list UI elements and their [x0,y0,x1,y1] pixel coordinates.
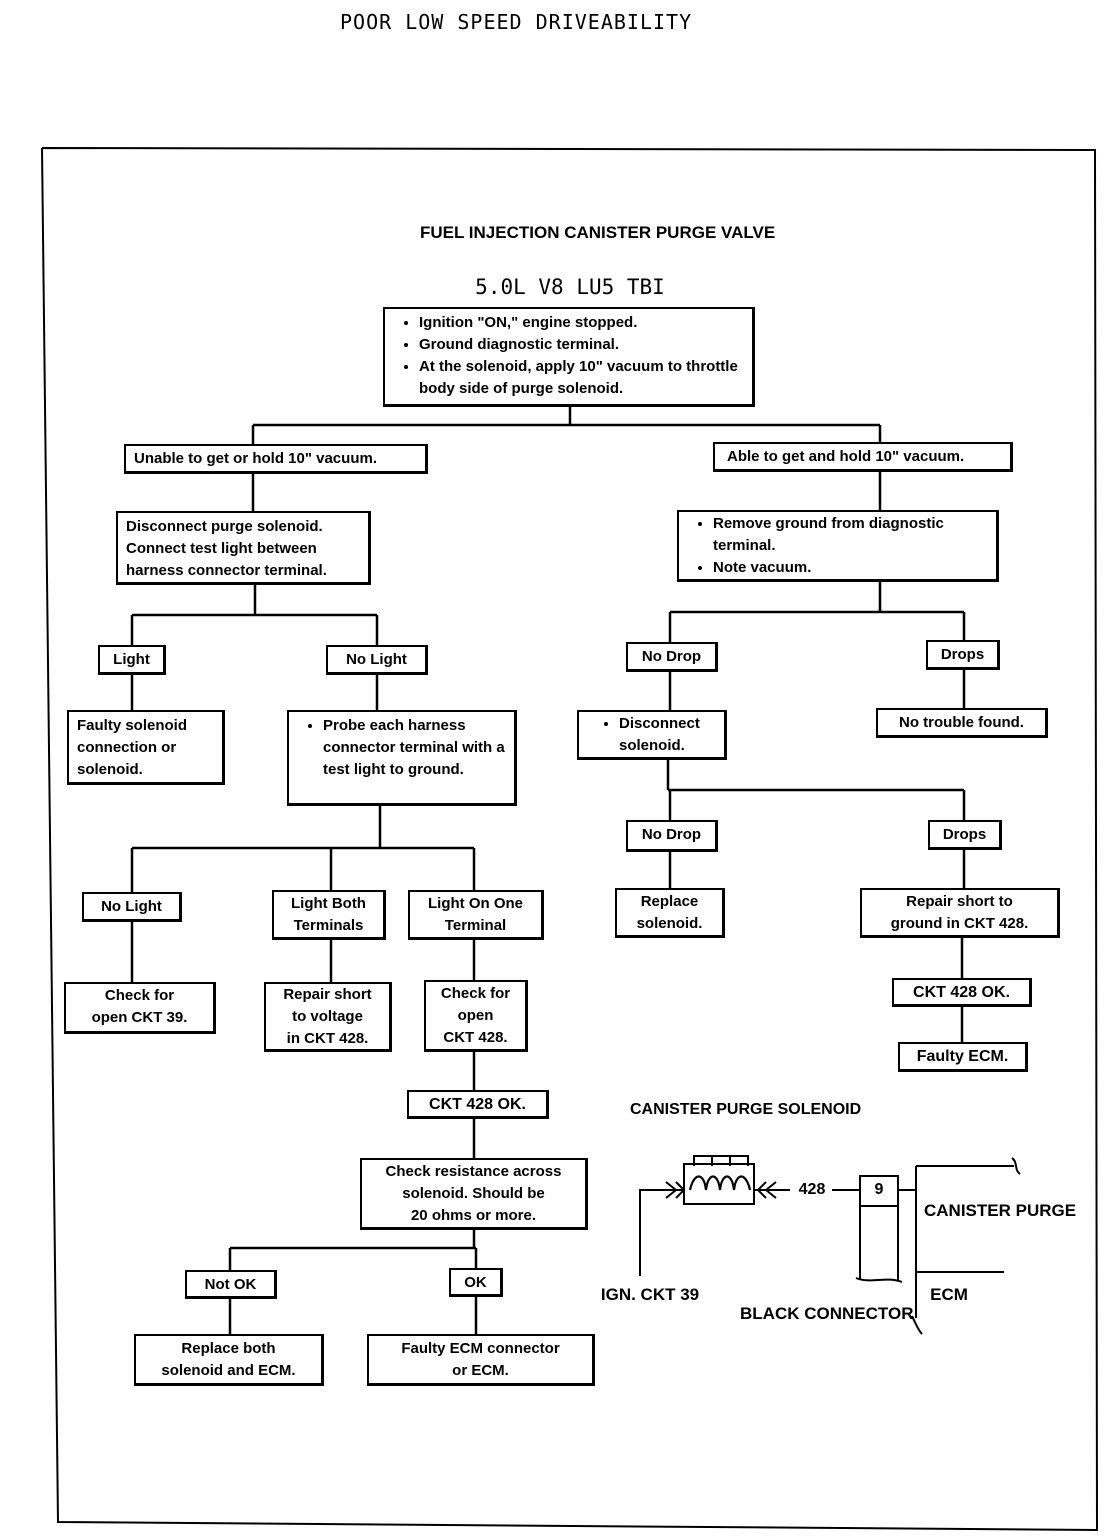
check-ckt39-box: Check for open CKT 39. [64,982,216,1034]
repair-ground-box: Repair short to ground in CKT 428. [860,888,1060,938]
solenoid-label: CANISTER PURGE SOLENOID [630,1100,861,1120]
check-ckt428-line-3: CKT 428. [443,1029,508,1046]
light-both-line-2: Terminals [293,917,364,934]
right-ckt428-ok-box: CKT 428 OK. [892,978,1032,1007]
check-ckt428-line-1: Check for [440,985,511,1002]
light-both-line-1: Light Both [291,895,366,912]
light-one-box: Light On One Terminal [408,890,544,940]
light-box: Light [98,645,166,675]
wire-428-label: 428 [798,1181,826,1198]
check-resistance-line-2: solenoid. Should be [402,1185,545,1202]
remove-ground-box: Remove ground from diagnostic terminal. … [677,510,999,582]
faulty-solenoid-line-3: solenoid. [77,761,143,778]
ign-ckt39-label: IGN. CKT 39 [600,1285,700,1304]
probe-box: Probe each harness connector terminal wi… [287,710,517,806]
ecm-canister-purge-label: CANISTER PURGE [924,1200,1076,1221]
check-resistance-line-3: 20 ohms or more. [410,1207,537,1224]
light-one-line-1: Light On One [428,895,523,912]
solenoid-label-line-2: PURGE SOLENOID [716,1101,862,1118]
start-step-3: At the solenoid, apply 10" vacuum to thr… [419,356,748,400]
black-connector-label: BLACK CONNECTOR [740,1304,913,1324]
probe-no-light-box: No Light [82,892,182,922]
start-step-2: Ground diagnostic terminal. [419,334,748,356]
chart-title-line-1: FUEL INJECTION [420,223,560,242]
repair-ground-line-1: Repair short to [906,893,1013,910]
disconnect-line-1: Disconnect purge solenoid. [126,518,323,535]
check-resistance-line-1: Check resistance across [385,1163,562,1180]
probe-step: Probe each harness connector terminal wi… [323,715,510,781]
no-drop-2-box: No Drop [626,820,718,852]
check-ckt428-line-2: open [457,1007,494,1024]
chart-title: FUEL INJECTION CANISTER PURGE VALVE [420,222,775,244]
faulty-ecm-connector-line-2: or ECM. [452,1362,509,1379]
pin-9-label: 9 [874,1181,884,1198]
page-title: POOR LOW SPEED DRIVEABILITY [340,10,693,34]
ecm-label: ECM [930,1285,968,1304]
faulty-ecm-connector-line-1: Faulty ECM connector [401,1340,560,1357]
faulty-solenoid-line-1: Faulty solenoid [77,717,188,734]
replace-solenoid-box: Replace solenoid. [615,888,725,938]
start-step-1: Ignition "ON," engine stopped. [419,312,748,334]
unable-vacuum-box: Unable to get or hold 10" vacuum. [124,444,428,474]
not-ok-box: Not OK [185,1270,277,1299]
ecm-canister-line-2: PURGE [1015,1201,1077,1220]
check-ckt428-box: Check for open CKT 428. [424,980,528,1052]
repair-ground-line-2: ground in CKT 428. [890,915,1029,932]
replace-both-box: Replace both solenoid and ECM. [134,1334,324,1386]
start-box: Ignition "ON," engine stopped. Ground di… [383,307,755,407]
chart-title-line-2: CANISTER PURGE VALVE [564,223,776,242]
disconnect-solenoid-box: Disconnect purge solenoid. Connect test … [116,511,371,585]
repair-voltage-box: Repair short to voltage in CKT 428. [264,982,392,1052]
repair-voltage-line-1: Repair short [283,986,372,1003]
replace-both-line-2: solenoid and ECM. [161,1362,296,1379]
disconnect-box: Disconnect solenoid. [577,710,727,760]
no-trouble-box: No trouble found. [876,708,1048,738]
black-connector-line-2: CONNECTOR [804,1304,914,1323]
replace-solenoid-line-1: Replace [640,893,699,910]
ecm-canister-line-1: CANISTER [924,1201,1011,1220]
replace-solenoid-line-2: solenoid. [636,915,703,932]
no-light-box: No Light [326,645,428,675]
able-vacuum-box: Able to get and hold 10" vacuum. [713,442,1013,472]
faulty-solenoid-box: Faulty solenoid connection or solenoid. [67,710,225,785]
repair-voltage-line-3: in CKT 428. [286,1030,369,1047]
black-connector-line-1: BLACK [740,1304,800,1323]
light-both-box: Light Both Terminals [272,890,386,940]
repair-voltage-line-2: to voltage [292,1008,363,1025]
check-ckt39-line-2: open CKT 39. [91,1009,188,1026]
engine-label: 5.0L V8 LU5 TBI [475,275,665,299]
remove-ground-step-1: Remove ground from diagnostic terminal. [713,513,992,557]
check-ckt39-line-1: Check for [104,987,175,1004]
disconnect-line-3: harness connector terminal. [126,562,327,579]
drops-2-box: Drops [928,820,1002,850]
disconnect-step: Disconnect solenoid. [619,713,720,757]
check-resistance-box: Check resistance across solenoid. Should… [360,1158,588,1230]
faulty-ecm-box: Faulty ECM. [898,1042,1028,1072]
disconnect-line-2: Connect test light between [126,540,317,557]
drops-box: Drops [926,640,1000,670]
left-ckt428-ok-box: CKT 428 OK. [407,1090,549,1119]
remove-ground-step-2: Note vacuum. [713,557,992,579]
ok-box: OK [449,1268,503,1297]
light-one-line-2: Terminal [444,917,507,934]
replace-both-line-1: Replace both [181,1340,276,1357]
faulty-solenoid-line-2: connection or [77,739,177,756]
solenoid-label-line-1: CANISTER [630,1101,712,1118]
faulty-ecm-connector-box: Faulty ECM connector or ECM. [367,1334,595,1386]
no-drop-box: No Drop [626,642,718,672]
